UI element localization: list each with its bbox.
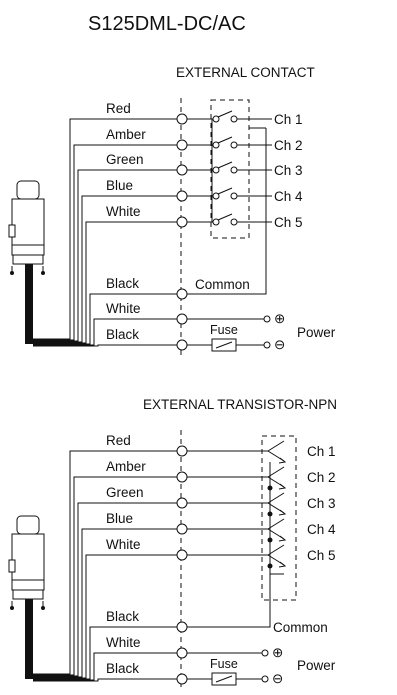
- external-transistor-box: [261, 435, 297, 601]
- wire-label-blue: Blue: [106, 511, 133, 526]
- power-label: Power: [297, 325, 336, 340]
- external-contact-box: [210, 99, 250, 239]
- wire-label-green: Green: [106, 152, 144, 167]
- common-label: Common: [273, 620, 328, 635]
- wire-label-white-power: White: [106, 635, 141, 650]
- wire-label-black: Black: [106, 609, 139, 624]
- channel-label-4: Ch 4: [307, 522, 336, 537]
- wire-label-amber: Amber: [106, 127, 146, 142]
- wire-label-blue: Blue: [106, 178, 133, 193]
- diagram-heading: EXTERNAL CONTACT: [176, 65, 315, 80]
- power-label: Power: [297, 658, 336, 673]
- signal-tower-icon: [8, 180, 45, 344]
- channel-label-2: Ch 2: [274, 138, 303, 153]
- wire-label-white: White: [106, 204, 141, 219]
- signal-tower-icon: [8, 515, 45, 679]
- channel-label-3: Ch 3: [274, 163, 303, 178]
- wire-label-green: Green: [106, 485, 144, 500]
- channel-label-5: Ch 5: [274, 215, 303, 230]
- wire-label-red: Red: [106, 101, 131, 116]
- channel-label-1: Ch 1: [274, 112, 303, 127]
- wire-label-white-power: White: [106, 301, 141, 316]
- wire-label-white: White: [106, 537, 141, 552]
- channel-label-5: Ch 5: [307, 548, 336, 563]
- channel-label-3: Ch 3: [307, 496, 336, 511]
- plus-symbol: ⊕: [272, 645, 283, 660]
- diagram-external-contact: EXTERNAL CONTACT Red A: [8, 65, 336, 356]
- npn-transistor-icon: [267, 440, 287, 568]
- diagram-heading-npn: EXTERNAL TRANSISTOR-NPN: [143, 397, 337, 412]
- wire-label-black-power: Black: [106, 327, 139, 342]
- wire-label-amber: Amber: [106, 459, 146, 474]
- minus-symbol: ⊖: [272, 671, 283, 686]
- plus-symbol: ⊕: [274, 311, 285, 326]
- channel-label-2: Ch 2: [307, 470, 336, 485]
- wire-label-black-power: Black: [106, 661, 139, 676]
- fuse-label: Fuse: [210, 323, 238, 337]
- minus-symbol: ⊖: [274, 337, 285, 352]
- channel-label-1: Ch 1: [307, 444, 336, 459]
- diagram-external-transistor-npn: EXTERNAL TRANSISTOR-NPN Red: [8, 397, 337, 690]
- channel-label-4: Ch 4: [274, 189, 303, 204]
- fuse-label: Fuse: [210, 657, 238, 671]
- page-title: S125DML-DC/AC: [88, 13, 246, 35]
- common-label: Common: [195, 277, 250, 292]
- switch-icon: [186, 110, 272, 226]
- wire-label-black: Black: [106, 276, 139, 291]
- wire-label-red: Red: [106, 433, 131, 448]
